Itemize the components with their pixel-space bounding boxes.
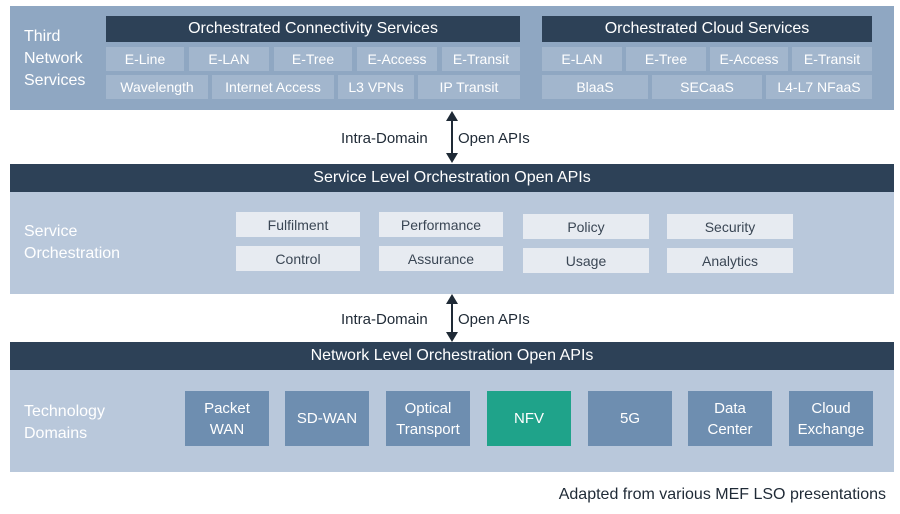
technology-domains-label: Technology Domains [24,403,105,442]
double-arrow-icon-upper [446,111,458,163]
service-chip-analytics: Analytics [667,248,793,273]
service-orchestration-band [10,192,894,294]
cloud-chip-e-transit: E-Transit [792,47,872,71]
connectivity-chip-e-transit: E-Transit [442,47,520,71]
open-apis-label-lower: Open APIs [458,311,530,328]
connectivity-chip-ip-transit: IP Transit [418,75,520,99]
service-chip-usage: Usage [523,248,649,273]
cloud-chip-l4-l7-nfaas: L4-L7 NFaaS [766,75,872,99]
cloud-chip-secaas: SECaaS [652,75,762,99]
service-chip-policy: Policy [523,214,649,239]
service-chip-performance: Performance [379,212,503,237]
service-chip-control: Control [236,246,360,271]
cloud-chip-e-tree: E-Tree [626,47,706,71]
connectivity-chip-e-tree: E-Tree [274,47,352,71]
source-caption: Adapted from various MEF LSO presentatio… [558,486,886,503]
service-level-orchestration-bar: Service Level Orchestration Open APIs [10,164,894,192]
network-level-orchestration-bar: Network Level Orchestration Open APIs [10,342,894,370]
cloud-chip-e-access: E-Access [710,47,788,71]
intra-domain-label-lower: Intra-Domain [341,311,428,328]
service-orchestration-label: Service Orchestration [24,223,121,262]
domain-5g: 5G [588,391,672,446]
domain-data-center: Data Center [688,391,772,446]
service-chip-assurance: Assurance [379,246,503,271]
domain-nfv: NFV [487,391,571,446]
double-arrow-icon-lower [446,294,458,342]
connectivity-chip-e-line: E-Line [106,47,184,71]
connectivity-chip-internet-access: Internet Access [212,75,334,99]
orchestrated-cloud-services-title: Orchestrated Cloud Services [542,16,872,42]
third-network-services-label: Third Network Services [24,28,86,89]
intra-domain-label-upper: Intra-Domain [341,130,428,147]
open-apis-label-upper: Open APIs [458,130,530,147]
orchestrated-connectivity-services-title: Orchestrated Connectivity Services [106,16,520,42]
connectivity-chip-l3-vpns: L3 VPNs [338,75,414,99]
service-chip-fulfilment: Fulfilment [236,212,360,237]
domain-packet-wan: Packet WAN [185,391,269,446]
domain-cloud-exchange: Cloud Exchange [789,391,873,446]
domain-optical-transport: Optical Transport [386,391,470,446]
connectivity-chip-e-access: E-Access [357,47,437,71]
cloud-chip-e-lan: E-LAN [542,47,622,71]
connectivity-chip-wavelength: Wavelength [106,75,208,99]
service-chip-security: Security [667,214,793,239]
domain-sd-wan: SD-WAN [285,391,369,446]
connectivity-chip-e-lan: E-LAN [189,47,269,71]
cloud-chip-blaas: BlaaS [542,75,648,99]
